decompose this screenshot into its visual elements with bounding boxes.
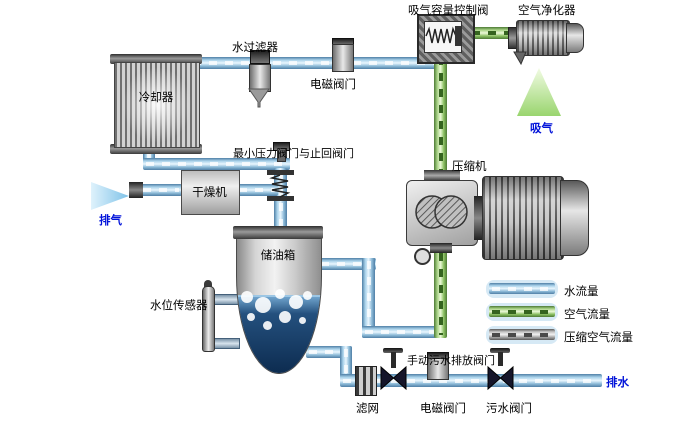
legend-water-label: 水流量 xyxy=(564,286,599,298)
intake-air-cone-icon xyxy=(517,68,561,116)
motor-endcap xyxy=(560,180,589,256)
pipe-compressor-down xyxy=(434,250,447,338)
cooler-label: 冷却器 xyxy=(138,92,174,104)
oil-tank xyxy=(236,238,322,374)
drain-label: 排水 xyxy=(606,377,629,389)
bubble xyxy=(279,311,291,323)
minvalve-plate-top xyxy=(267,170,294,175)
sewage-valve-stem xyxy=(498,352,503,366)
minvalve-label: 最小压力阀门与止回阀门 xyxy=(233,148,354,160)
pressure-gauge-icon xyxy=(414,248,431,265)
pipe-u-bottom xyxy=(362,326,444,338)
motor-body xyxy=(482,176,564,260)
air-purifier xyxy=(516,20,570,56)
bubble xyxy=(247,313,255,321)
minvalve-plate-bottom xyxy=(267,196,294,201)
manual-drain-valve-label: 手动污水排放阀门 xyxy=(407,355,495,367)
bubble xyxy=(303,291,312,300)
air-purifier-endcap xyxy=(566,23,584,53)
sewage-valve-icon xyxy=(487,365,514,391)
water-filter-body xyxy=(249,64,271,92)
water-filter-mount xyxy=(250,50,270,64)
cooler-bottom-cap xyxy=(110,144,202,154)
pipe-cooler-to-minvalve xyxy=(143,158,290,170)
bubble xyxy=(241,291,253,303)
sensor-stub-top xyxy=(212,294,240,305)
motor-coupling xyxy=(474,196,484,240)
manual-drain-valve-icon xyxy=(380,365,407,391)
compressor-label: 压缩机 xyxy=(452,161,487,173)
pipe-purifier-to-valve xyxy=(469,27,517,39)
minvalve-stem xyxy=(277,148,286,162)
oil-tank-label: 储油箱 xyxy=(260,250,296,262)
air-purifier-nozzle-icon xyxy=(513,51,527,66)
pipe-u-left-vertical xyxy=(362,258,375,338)
bubble xyxy=(299,317,306,324)
water-level-sensor xyxy=(202,286,215,352)
strainer-label: 滤网 xyxy=(356,403,379,415)
dryer-label: 干燥机 xyxy=(192,186,227,199)
cooler xyxy=(114,62,200,148)
screw-rotors-icon xyxy=(415,195,468,229)
manual-valve-handle xyxy=(383,348,403,353)
oil-tank-cap xyxy=(233,226,323,239)
airend-flange xyxy=(424,170,460,181)
solenoid-top-label: 电磁阀门 xyxy=(310,79,356,91)
bubble xyxy=(275,289,285,299)
legend-air-pipe-sample xyxy=(489,306,555,317)
solenoid-bottom-body xyxy=(427,358,449,380)
air-purifier-label: 空气净化器 xyxy=(518,5,576,17)
control-valve-spring-icon xyxy=(425,26,458,44)
intake-label: 吸气 xyxy=(530,123,553,135)
exhaust-fitting xyxy=(129,182,143,198)
water-filter-funnel-icon xyxy=(248,88,270,108)
solenoid-bottom-label: 电磁阀门 xyxy=(420,403,466,415)
solenoid-top-body xyxy=(332,44,354,72)
legend-compressed-label: 压缩空气流量 xyxy=(564,332,633,344)
manual-valve-stem xyxy=(391,352,396,368)
bubble xyxy=(263,321,272,330)
pipe-drain-main xyxy=(340,374,602,387)
pipe-cooler-to-control-valve xyxy=(190,57,447,69)
intake-control-valve-label: 吸气容量控制阀 xyxy=(408,5,489,17)
pipe-intake-vertical xyxy=(434,54,447,174)
strainer xyxy=(355,366,377,396)
bubble xyxy=(289,295,303,309)
sensor-stub-bottom xyxy=(212,338,240,349)
control-valve-plunger xyxy=(455,26,461,46)
dryer xyxy=(181,170,240,215)
airend-discharge-port xyxy=(430,243,452,253)
legend-air-label: 空气流量 xyxy=(564,309,610,321)
sewage-valve-handle xyxy=(490,348,510,353)
water-level-sensor-label: 水位传感器 xyxy=(150,300,208,312)
minvalve-spring-icon xyxy=(269,174,291,198)
water-filter-label: 水过滤器 xyxy=(232,42,278,54)
pipe-dryer-right xyxy=(236,184,278,196)
cooler-top-cap xyxy=(110,54,202,64)
oil-tank-liquid xyxy=(237,289,321,373)
exhaust-cone-icon xyxy=(91,182,129,210)
legend-water-pipe-sample xyxy=(489,283,555,294)
bubble xyxy=(255,297,271,313)
sewage-valve-label: 污水阀门 xyxy=(486,403,532,415)
sensor-knob xyxy=(204,280,212,288)
exhaust-label: 排气 xyxy=(99,215,122,227)
legend-compressed-pipe-sample xyxy=(489,329,555,340)
pipe-dryer-left xyxy=(140,184,182,196)
